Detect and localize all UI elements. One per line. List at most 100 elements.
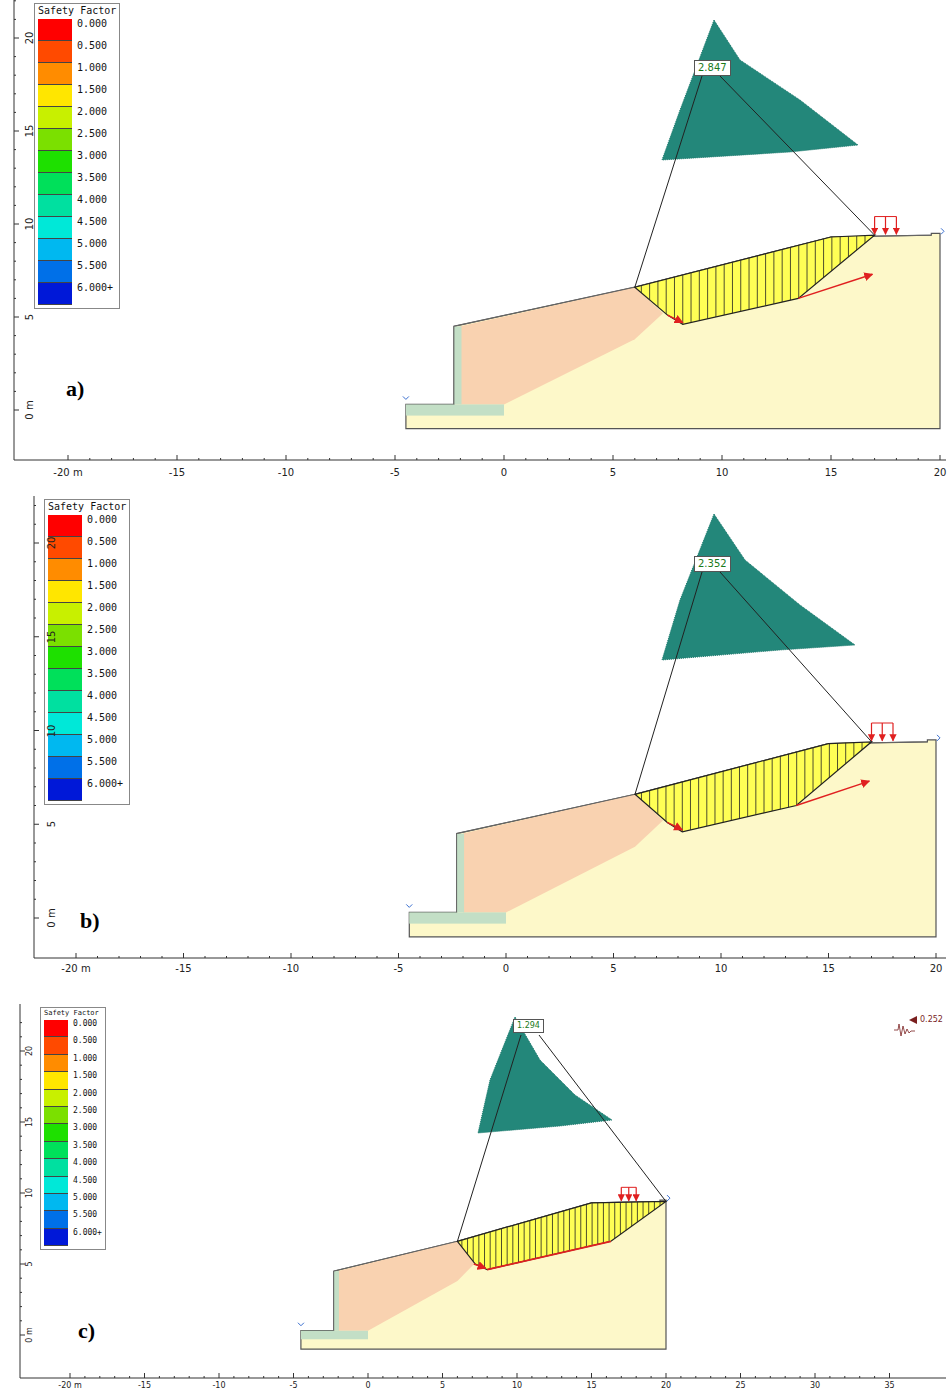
slice-line [757, 224, 758, 336]
axis-tick [20, 1036, 22, 1037]
slip-surface [635, 235, 875, 324]
axis-tick [278, 1376, 279, 1378]
axis-tick [248, 1376, 249, 1378]
leader-line [635, 572, 702, 794]
legend-swatch [38, 151, 72, 173]
legend-label: 5.000 [77, 239, 107, 249]
axis-tick-label: 20 [934, 468, 947, 478]
axis-tick [800, 1376, 801, 1378]
legend-label: 1.000 [87, 559, 117, 569]
legend-swatch [48, 757, 82, 779]
axis-tick [233, 1376, 234, 1378]
panel-label: c) [78, 1320, 95, 1342]
slice-line [747, 731, 748, 844]
axis-tick [484, 956, 485, 958]
slice-line [529, 1193, 530, 1278]
axis-tick [14, 410, 19, 411]
axis-tick-label: 0 [365, 1382, 370, 1390]
axis-tick [293, 1373, 294, 1378]
legend-box: Safety Factor0.0000.5001.0001.5002.0002.… [40, 1007, 106, 1250]
axis-tick [828, 953, 829, 958]
legend-swatch [48, 647, 82, 669]
axis-tick [809, 458, 810, 460]
slice-line [665, 1193, 666, 1278]
panel-label: a) [66, 378, 84, 400]
axis-tick-label: 5 [47, 821, 57, 827]
axis-tick [460, 458, 461, 460]
axis-tick-label: 5 [610, 964, 616, 974]
load-arrow [896, 217, 897, 235]
legend-label: 2.500 [73, 1107, 97, 1115]
slip-center-grid [662, 20, 858, 160]
axis-tick [34, 636, 39, 637]
slice-line [831, 224, 832, 336]
legend-label: 2.000 [77, 107, 107, 117]
axis-tick [34, 786, 36, 787]
axis-tick [34, 561, 36, 562]
axis-tick [34, 880, 36, 881]
legend-swatch [48, 515, 82, 537]
slice-line [698, 731, 699, 844]
axis-tick [353, 1376, 354, 1378]
sliding-mass [457, 1202, 666, 1270]
axis-tick [893, 956, 894, 958]
legend-swatch [38, 63, 72, 85]
wall-footing [406, 404, 504, 415]
slice-line [597, 1193, 598, 1278]
slice-line [563, 1193, 564, 1278]
slice-line [829, 731, 830, 844]
ground-surface [457, 742, 928, 913]
axis-tick [34, 505, 36, 506]
slice-hatch [641, 224, 873, 336]
axis-tick-label: 15 [25, 125, 35, 138]
legend-label: 6.000+ [77, 283, 113, 293]
slice-line [461, 1193, 462, 1278]
axis-tick [312, 956, 313, 958]
axis-tick [382, 1376, 383, 1378]
axis-tick [14, 279, 16, 280]
legend-swatch [38, 195, 72, 217]
safety-factor-box: 2.847 [694, 60, 731, 76]
axis-tick-label: -5 [290, 1382, 298, 1390]
axis-tick [34, 843, 36, 844]
axis-tick [666, 1373, 667, 1378]
slice-line [714, 731, 715, 844]
direction-arrow [474, 1264, 486, 1268]
axis-tick [97, 956, 98, 958]
slice-line [641, 224, 642, 336]
legend-swatch [48, 669, 82, 691]
axis-tick [636, 1376, 637, 1378]
axis-tick [20, 1264, 25, 1265]
legend-swatch [38, 129, 72, 151]
axis-tick [859, 1376, 860, 1378]
slice-line [845, 731, 846, 844]
slice-line [798, 224, 799, 336]
axis-tick [874, 458, 875, 460]
axis-tick [438, 458, 439, 460]
axis-tick [14, 186, 16, 187]
axis-tick [20, 1093, 22, 1094]
load-arrow [892, 723, 893, 741]
axis-tick [205, 956, 206, 958]
axis-tick [591, 1373, 592, 1378]
legend-label: 0.000 [73, 1020, 97, 1028]
axis-tick [155, 458, 156, 460]
legend-label: 1.500 [87, 581, 117, 591]
axis-tick [20, 1150, 22, 1151]
axis-tick [70, 1373, 71, 1378]
legend-swatch [38, 107, 72, 129]
seismic-coefficient: 0.252 [920, 1016, 943, 1024]
slice-line [796, 731, 797, 844]
axis-tick [34, 749, 36, 750]
direction-arrow [796, 781, 869, 805]
axis-tick [14, 205, 16, 206]
legend-swatch [48, 603, 82, 625]
axis-tick [140, 956, 141, 958]
axis-tick [111, 458, 112, 460]
wall-stem [457, 834, 465, 913]
axis-tick [850, 956, 851, 958]
safety-factor-box: 1.294 [513, 1019, 544, 1033]
legend-label: 5.000 [87, 735, 117, 745]
legend-row: 3.500 [48, 669, 126, 691]
legend-row: 4.000 [44, 1159, 102, 1176]
